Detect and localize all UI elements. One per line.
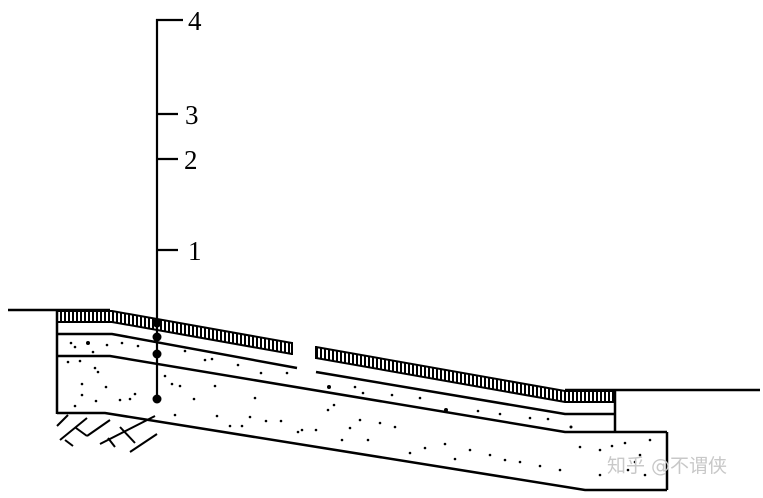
layer-boundaries: [55, 310, 669, 492]
subgrade-earth-hatch: [56, 414, 158, 453]
marker-dot: [152, 318, 162, 328]
layer-markers: [152, 318, 162, 404]
callout-label-3: 3: [185, 100, 199, 130]
surface-course-layer: [57, 310, 615, 403]
marker-dot: [152, 394, 162, 404]
callout-label-1: 1: [188, 236, 202, 266]
aggregate-texture: [66, 341, 652, 477]
marker-dot: [152, 349, 162, 359]
marker-dot: [152, 332, 162, 342]
callout-label-4: 4: [188, 6, 202, 36]
callout-label-2: 2: [184, 145, 198, 175]
watermark: 知乎 @不谓侠: [607, 455, 727, 477]
